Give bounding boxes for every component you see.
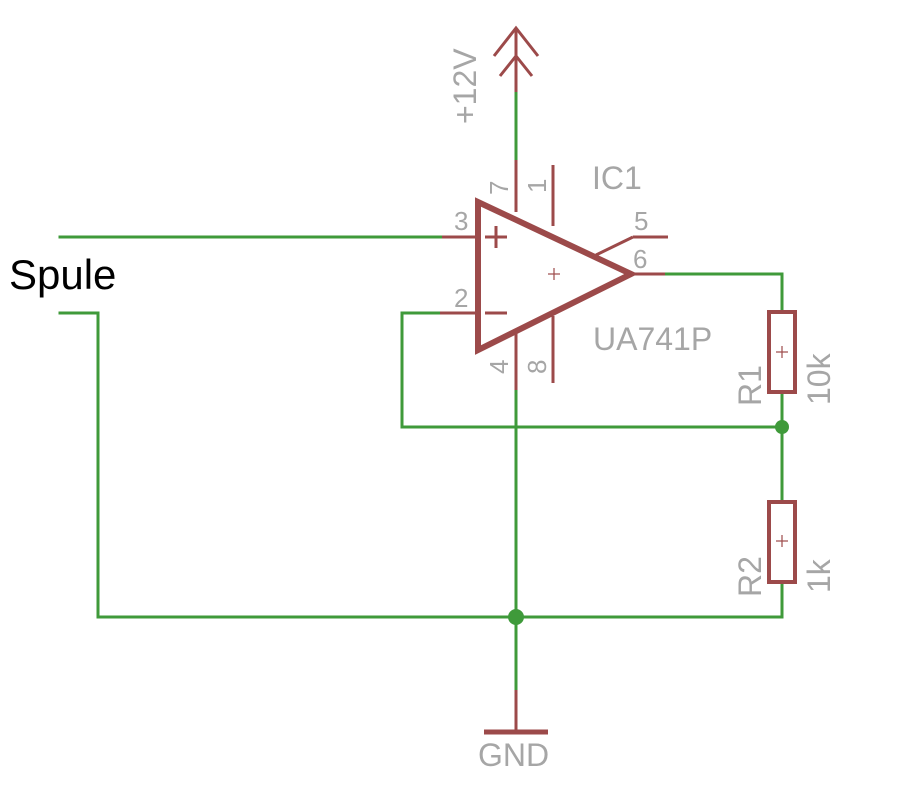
resistor-r2: R2 1k (732, 500, 837, 597)
r1-name: R1 (732, 365, 768, 406)
r1-value: 10k (801, 352, 837, 405)
pin-number-8: 8 (522, 360, 552, 374)
r1-origin-mark (776, 346, 788, 358)
pin-number-4: 4 (484, 360, 514, 374)
pin-number-7: 7 (484, 181, 514, 195)
junction-ground-node (508, 609, 524, 625)
opamp-name: IC1 (592, 160, 642, 196)
opamp-triangle (475, 197, 638, 355)
r2-value: 1k (801, 558, 837, 593)
wire-spule-return (58, 311, 784, 619)
opamp-origin-mark (548, 268, 560, 280)
wire-output-to-r1 (663, 272, 784, 314)
supply-label: +12V (447, 48, 483, 124)
pin-number-3: 3 (454, 206, 468, 236)
ground-symbol: GND (478, 690, 549, 773)
supply-symbol: +12V (447, 25, 540, 124)
pin-number-2: 2 (454, 283, 468, 313)
pin-number-1: 1 (522, 179, 552, 193)
r2-body (767, 500, 797, 584)
pin-number-5: 5 (634, 206, 648, 236)
noninverting-sign (485, 226, 507, 248)
pin-number-6: 6 (633, 244, 647, 274)
opamp-value: UA741P (593, 321, 712, 357)
r2-origin-mark (776, 535, 788, 547)
wire-feedback (400, 311, 784, 429)
wires (58, 70, 784, 692)
pin-lead-5 (595, 235, 634, 257)
opamp-ic1: 3 2 5 6 7 1 4 8 IC1 UA741P (440, 160, 712, 390)
r2-name: R2 (732, 556, 768, 597)
connector-label: Spule (9, 251, 116, 298)
junction-feedback-node (775, 420, 789, 434)
r1-body (767, 310, 797, 394)
resistor-r1: R1 10k (732, 310, 837, 406)
ground-label: GND (478, 737, 549, 773)
